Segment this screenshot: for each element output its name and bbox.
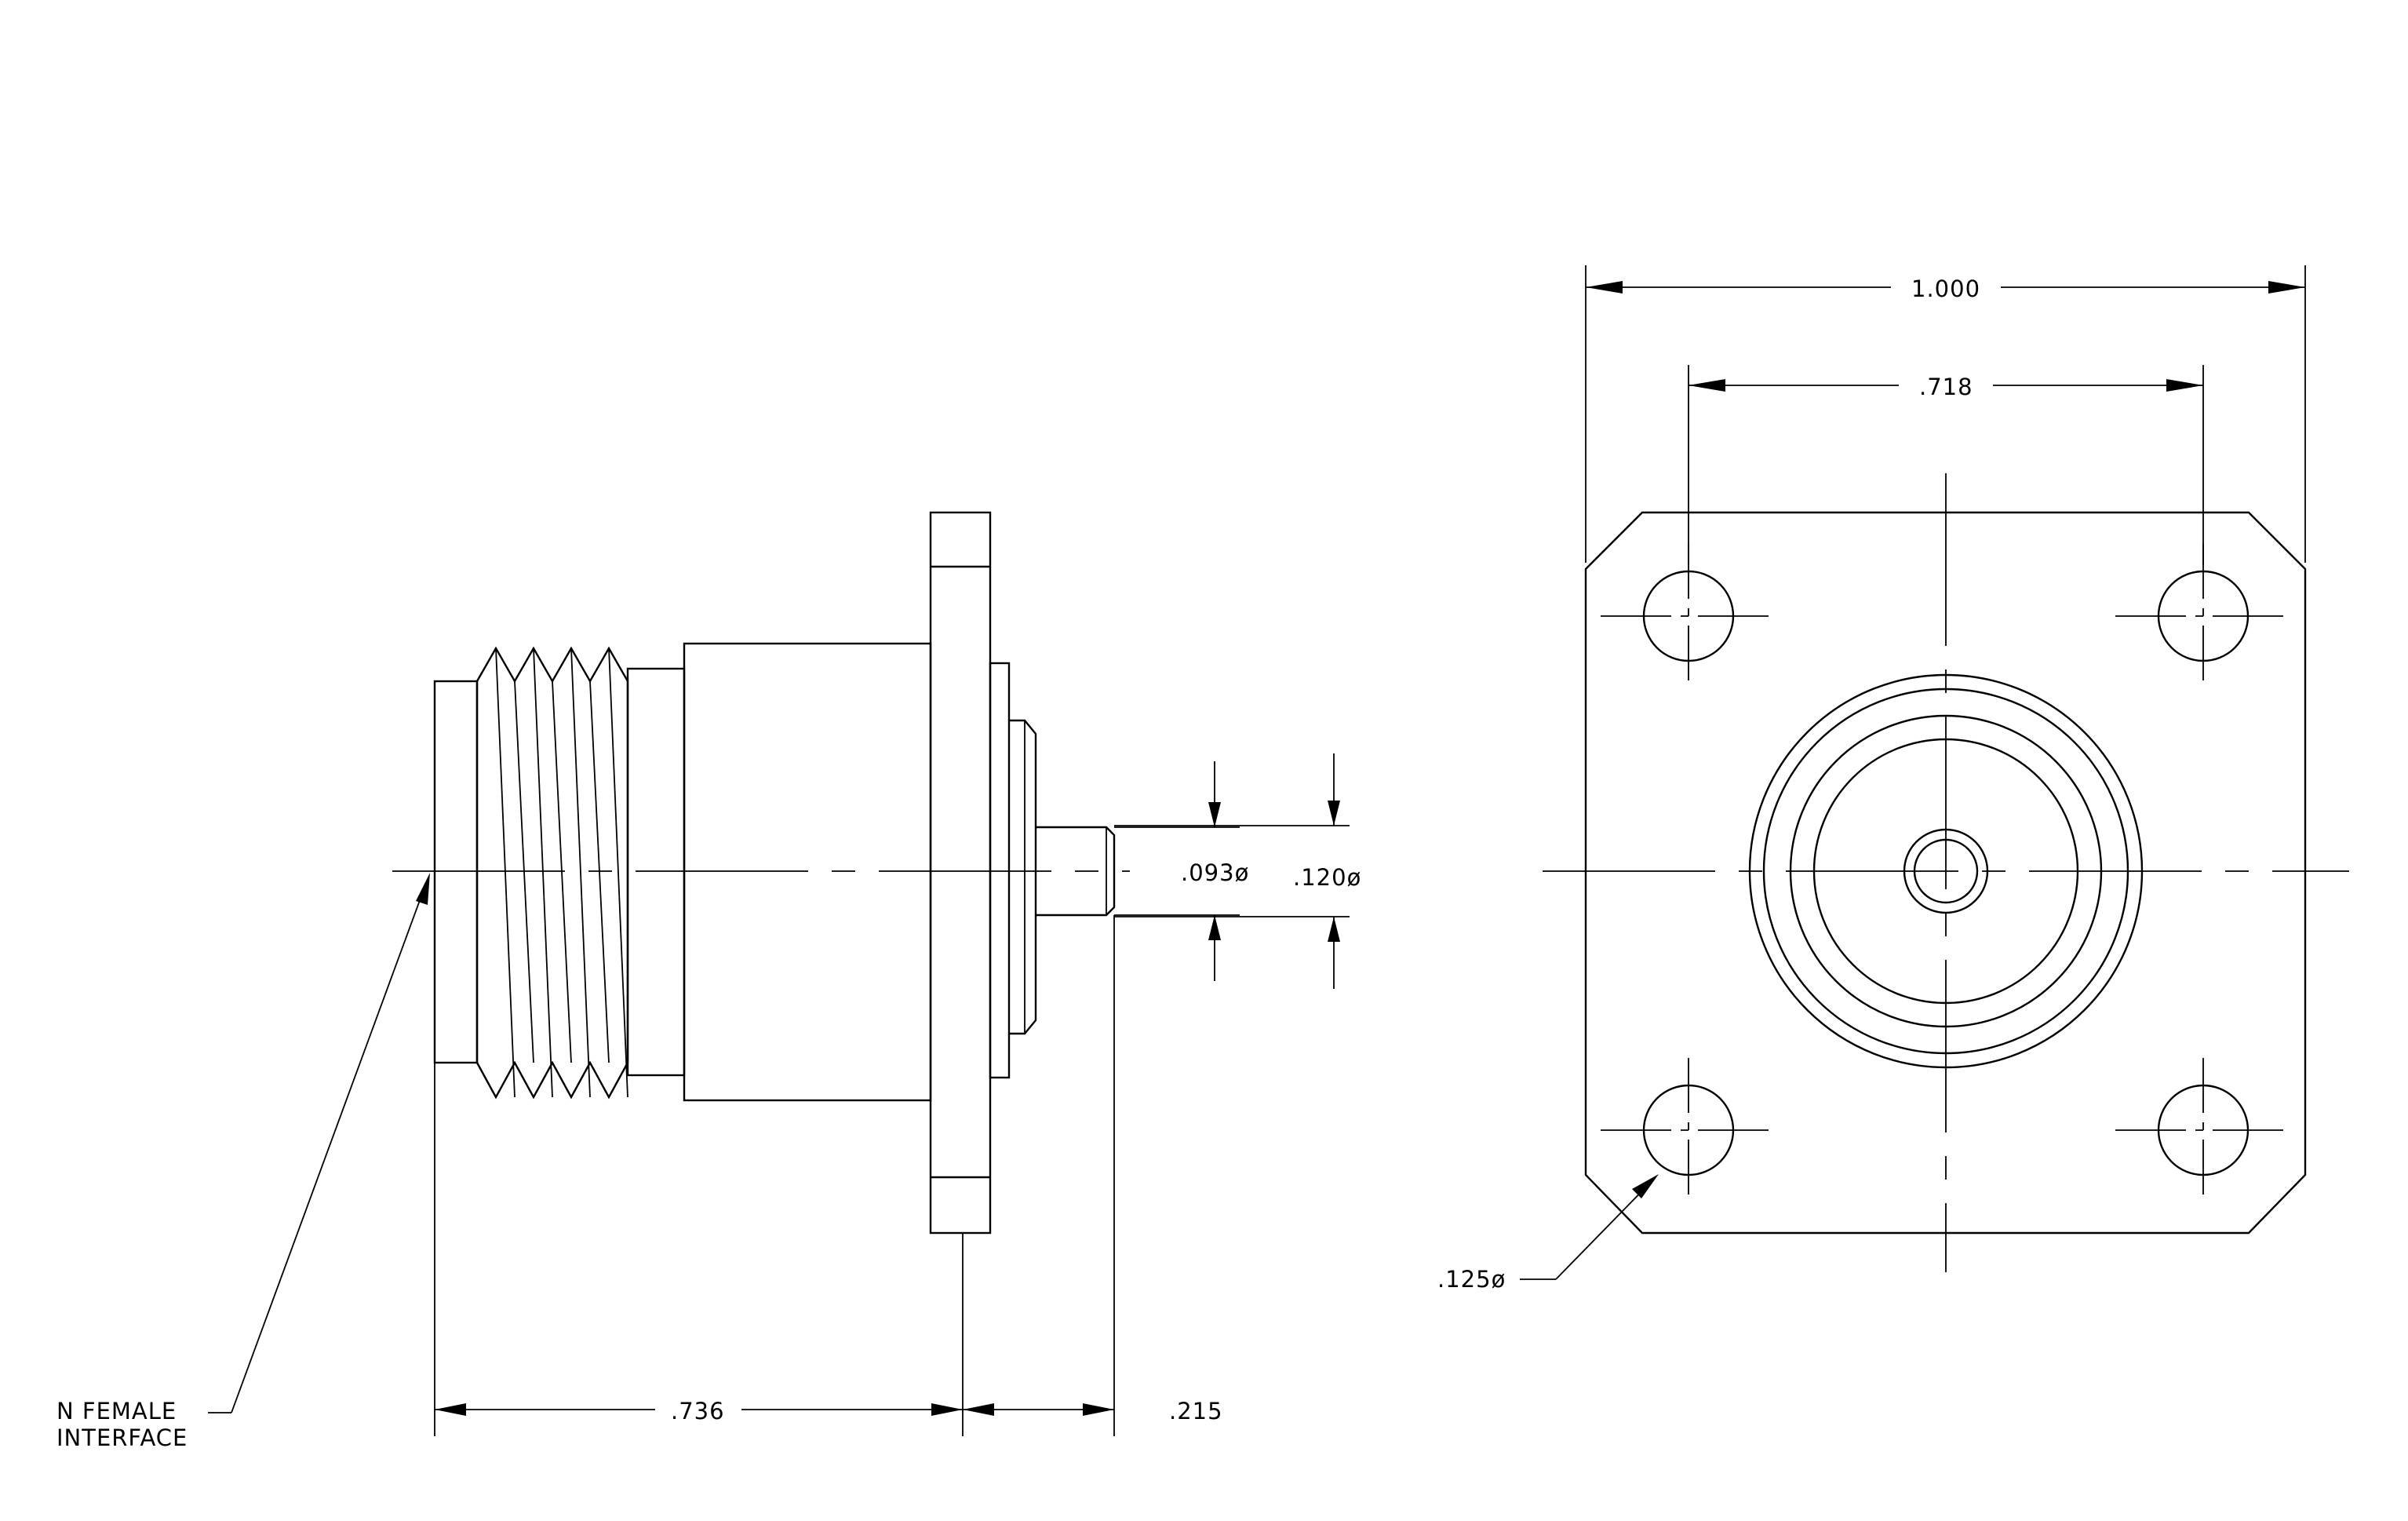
rear-step <box>989 662 1011 1079</box>
pin-diameter-label: .093ø <box>1181 859 1249 886</box>
ring-2 <box>1762 688 2129 1055</box>
flange <box>929 511 992 1235</box>
thread-profile-bottom <box>475 1060 629 1100</box>
thread-profile-top <box>475 646 629 684</box>
contact-pin <box>1036 826 1116 917</box>
center-contact-outer <box>1903 828 1989 914</box>
hole-diameter-label: .125ø <box>1437 1266 1506 1293</box>
rear-insulator <box>1009 719 1037 1035</box>
ring-4 <box>1812 738 2079 1005</box>
mounting-hole-bl <box>1601 1058 1776 1202</box>
side-view: .093ø .120ø .736 .215 N FEMALE INTERFACE <box>56 511 1361 1451</box>
insulator-diameter-label: .120ø <box>1293 864 1361 891</box>
mounting-hole-br <box>2115 1058 2291 1202</box>
interface-label-line2: INTERFACE <box>56 1424 188 1451</box>
outer-ring <box>1748 673 2144 1069</box>
collar <box>626 667 686 1077</box>
mounting-hole-tl <box>1601 544 1776 688</box>
flange-width-label: 1.000 <box>1911 275 1980 302</box>
center-contact-inner <box>1913 838 1979 904</box>
flange-outline <box>1584 511 2307 1235</box>
ring-3 <box>1789 714 2103 1028</box>
mounting-hole-tr <box>2115 544 2291 688</box>
interface-label-line1: N FEMALE <box>56 1398 177 1424</box>
overall-length-label: .736 <box>671 1398 725 1424</box>
thread-lines <box>495 647 628 1098</box>
front-view: 1.000 .718 .125ø <box>1437 265 2349 1293</box>
front-face <box>433 680 479 1064</box>
body <box>683 642 932 1102</box>
hole-spacing-label: .718 <box>1919 374 1973 400</box>
pin-extension-label: .215 <box>1169 1398 1223 1424</box>
